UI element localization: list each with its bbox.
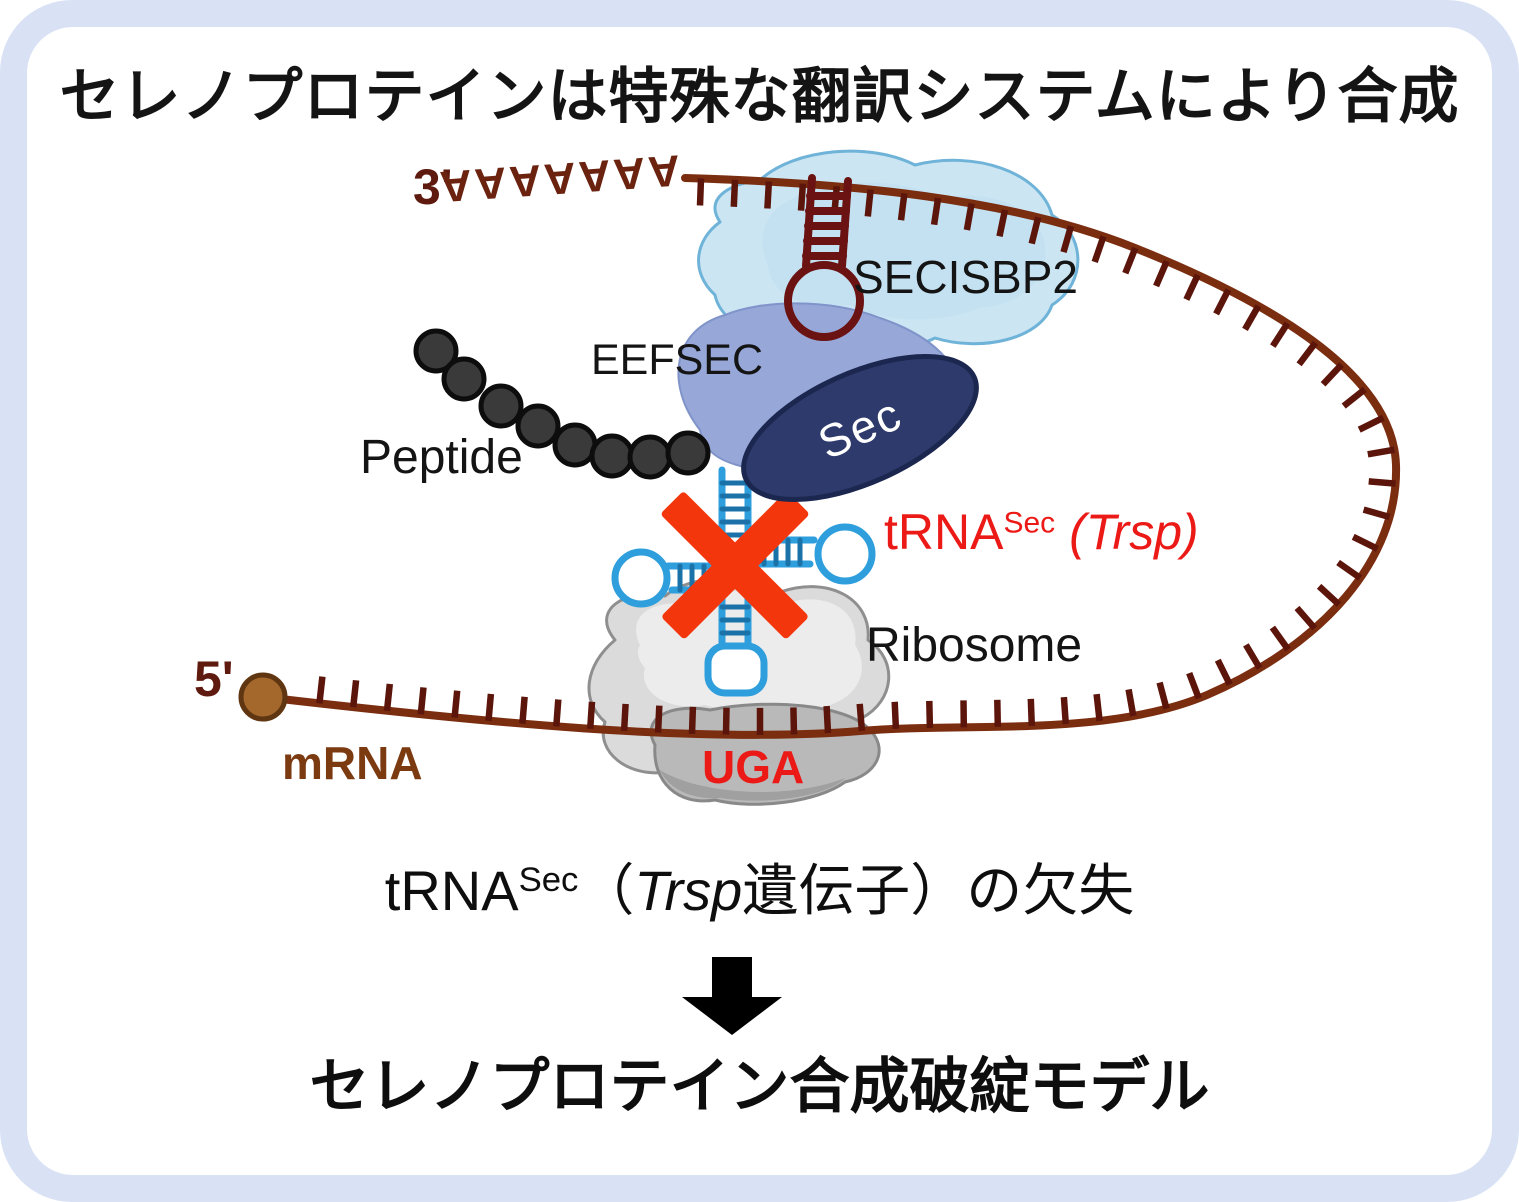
three-prime-label: 3' bbox=[413, 159, 453, 215]
caption1-post: 遺伝子）の欠失 bbox=[742, 859, 1135, 922]
ribosome-label: Ribosome bbox=[866, 619, 1083, 672]
ribosome-small-subunit bbox=[649, 702, 881, 806]
trna-label-gene: Trsp bbox=[1085, 504, 1183, 560]
five-prime-cap bbox=[238, 672, 288, 722]
eefsec-label: EEFSEC bbox=[591, 336, 764, 384]
mrna-label: mRNA bbox=[282, 737, 423, 789]
caption1-pre: tRNA bbox=[384, 859, 519, 922]
secisbp2-blob-shade bbox=[762, 182, 1046, 320]
trna-label-sup: Sec bbox=[1003, 506, 1056, 540]
uga-codon-label: UGA bbox=[702, 741, 805, 793]
caption-model: セレノプロテイン合成破綻モデル bbox=[309, 1053, 1210, 1120]
trna-label-open-paren: ( bbox=[1055, 504, 1086, 560]
down-arrow bbox=[682, 957, 782, 1035]
knockout-cross bbox=[661, 492, 809, 639]
figure-title: セレノプロテインは特殊な翻訳システムにより合成 bbox=[59, 63, 1460, 130]
ribosome-small-shade bbox=[660, 770, 845, 801]
trna-label-close-paren: ) bbox=[1182, 504, 1199, 560]
mrna-strand bbox=[268, 174, 1401, 739]
five-prime-label: 5' bbox=[194, 651, 234, 707]
caption-trna-loss: tRNASec（Trsp遺伝子）の欠失 bbox=[0, 846, 1519, 927]
caption1-sup: Sec bbox=[518, 860, 579, 899]
down-arrow-stem bbox=[712, 957, 752, 997]
secis-stem-loop bbox=[784, 174, 864, 341]
mrna-base-ticks bbox=[316, 178, 1396, 735]
caption1-gene: Trsp bbox=[634, 859, 743, 922]
trna-sec-label: tRNASec (Trsp) bbox=[884, 503, 1199, 561]
secisbp2-label: SECISBP2 bbox=[853, 251, 1078, 303]
down-arrow-head bbox=[682, 997, 782, 1035]
peptide-chain bbox=[413, 328, 711, 480]
peptide-label: Peptide bbox=[360, 431, 523, 484]
sec-amino-acid: Sec bbox=[741, 354, 979, 502]
caption1-open-paren: （ bbox=[578, 859, 635, 922]
trna-label-pre: tRNA bbox=[884, 504, 1004, 560]
